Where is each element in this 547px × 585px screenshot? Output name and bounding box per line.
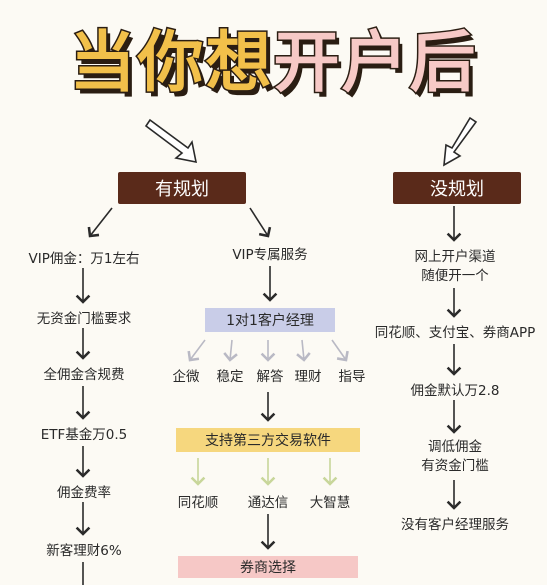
left-branch-label: 有规划 <box>155 179 209 200</box>
manager-box: 1对1客户经理 <box>205 308 335 332</box>
left-branch-pill: 有规划 <box>118 172 246 204</box>
trait-4: 指导 <box>338 369 366 385</box>
vip-service: VIP专属服务 <box>232 247 308 263</box>
app-1: 通达信 <box>247 495 289 511</box>
left-col1-item-2: 全佣金含规费 <box>43 367 125 383</box>
broker-label: 券商选择 <box>240 560 296 576</box>
right-step-4: 没有客户经理服务 <box>401 517 509 533</box>
trait-3: 理财 <box>294 369 322 385</box>
title-part1: 当你想 <box>68 24 274 101</box>
manager-label: 1对1客户经理 <box>226 313 314 329</box>
left-col1-item-1: 无资金门槛要求 <box>36 311 132 327</box>
right-branch-pill: 没规划 <box>393 172 521 204</box>
broker-box: 券商选择 <box>178 556 358 578</box>
right-step-0: 网上开户渠道 随便开一个 <box>414 249 496 284</box>
hollow-arrow-left <box>144 118 198 164</box>
trait-0: 企微 <box>172 369 200 385</box>
left-col1-item-0: VIP佣金：万1左右 <box>28 251 140 267</box>
app-2: 大智慧 <box>309 495 351 511</box>
left-col1-item-4: 佣金费率 <box>57 485 111 501</box>
title-part2: 开户后 <box>272 24 478 101</box>
right-branch-label: 没规划 <box>430 179 484 200</box>
right-step-3: 调低佣金 有资金门槛 <box>421 439 489 474</box>
app-0: 同花顺 <box>177 495 219 511</box>
trait-2: 解答 <box>256 369 284 385</box>
left-col1-item-3: ETF基金万0.5 <box>40 427 128 443</box>
right-step-2: 佣金默认万2.8 <box>410 383 500 399</box>
hollow-arrow-right <box>443 116 478 167</box>
software-box: 支持第三方交易软件 <box>176 428 360 452</box>
left-col1-item-5: 新客理财6% <box>46 543 122 559</box>
page-title: 当你想 开户后 <box>0 18 547 108</box>
trait-1: 稳定 <box>216 369 244 385</box>
right-step-1: 同花顺、支付宝、券商APP <box>374 325 536 341</box>
software-label: 支持第三方交易软件 <box>205 433 331 449</box>
